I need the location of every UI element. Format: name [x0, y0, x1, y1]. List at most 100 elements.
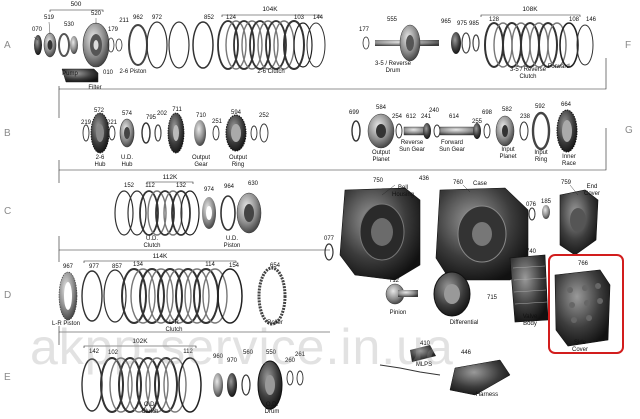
part-number: 698	[481, 110, 493, 116]
part-number: 750	[372, 178, 384, 184]
part-number: 975	[456, 21, 468, 27]
row-b-parts	[82, 109, 578, 154]
part-number: 712	[388, 278, 400, 284]
label-lr-clutch: L-R Clutch	[165, 320, 183, 333]
part-number: 985	[468, 21, 480, 27]
part-number: 410	[419, 341, 431, 347]
kit-label-114k: 114K	[152, 253, 168, 260]
part-number: 108	[568, 17, 580, 23]
part-number: 530	[63, 22, 75, 28]
part-number: 211	[119, 18, 129, 24]
part-number: 254	[391, 114, 403, 120]
row-a-parts	[34, 20, 594, 83]
part-number: 555	[386, 17, 398, 23]
part-number: 711	[172, 107, 182, 113]
guide-lines	[58, 58, 607, 345]
row-letter-a: A	[4, 40, 11, 51]
part-number: 560	[242, 350, 254, 356]
part-number: 142	[88, 349, 100, 355]
label-3-5-reverse-clutch: 3-5 / Reverse Clutch	[509, 67, 547, 80]
label-inner-race: Inner Race	[561, 154, 577, 167]
label-pump: Pump	[62, 71, 78, 77]
part-number: 760	[452, 180, 464, 186]
row-letter-d: D	[4, 290, 12, 301]
label-mlps: MLPS	[415, 362, 433, 368]
part-number: 112	[183, 349, 193, 355]
kit-label-104k: 104K	[262, 6, 278, 13]
label-bell-housing: Bell Housing	[391, 185, 415, 198]
part-number: 102	[107, 350, 119, 356]
row-letter-f: F	[625, 40, 632, 51]
label-case: Case	[472, 181, 488, 187]
part-number: 766	[577, 261, 589, 267]
part-number: 965	[440, 19, 452, 25]
label-input-planet: Input Planet	[499, 147, 517, 160]
part-number: 574	[121, 111, 133, 117]
part-number: 446	[460, 350, 472, 356]
part-number: 202	[156, 111, 168, 117]
label-output-planet: Output Planet	[371, 150, 391, 163]
leader-lines	[33, 18, 579, 196]
part-number: 630	[247, 181, 259, 187]
part-number: 584	[375, 105, 387, 111]
part-number: 261	[294, 352, 306, 358]
label-od-drum: O.D. Drum	[264, 402, 280, 415]
label-forward-sun-gear: Forward Sun Gear	[439, 140, 465, 153]
part-number: 185	[540, 199, 552, 205]
label-2-6-piston: 2-6 Piston	[119, 69, 147, 75]
part-number: 146	[585, 17, 597, 23]
part-number: 519	[43, 15, 55, 21]
part-number: 664	[560, 102, 572, 108]
part-number: 132	[175, 183, 187, 189]
label-od-clutch: O.D. Clutch	[141, 402, 159, 415]
part-number: 592	[534, 104, 546, 110]
label-side-cover: Side Cover	[571, 340, 589, 353]
kit-label-500: 500	[70, 1, 82, 8]
part-number: 252	[258, 113, 270, 119]
part-number: 740	[525, 249, 537, 255]
kit-label-112k: 112K	[162, 174, 178, 181]
part-number: 238	[519, 114, 531, 120]
part-number: 221	[106, 120, 118, 126]
label-pinion: Pinion	[389, 310, 407, 316]
part-number: 241	[420, 114, 432, 120]
part-number: 710	[195, 113, 207, 119]
housings	[339, 187, 599, 281]
part-number: 134	[132, 262, 144, 268]
part-number: 219	[80, 120, 92, 126]
label-2-6-clutch: 2-6 Clutch	[257, 69, 285, 75]
part-number: 436	[418, 176, 430, 182]
part-number: 964	[223, 184, 235, 190]
part-number: 114	[205, 262, 215, 268]
label-roller: Roller	[267, 320, 283, 326]
label-valve-body: Valve Body	[522, 314, 538, 327]
part-number: 260	[284, 358, 296, 364]
row-letter-b: B	[4, 128, 11, 139]
part-number: 974	[203, 187, 215, 193]
part-number: 070	[31, 27, 43, 33]
part-number: 977	[88, 264, 100, 270]
kit-brackets	[49, 9, 581, 348]
label-ud-clutch: U.D. Clutch	[143, 236, 161, 249]
watermark: akpp-service.in.ua	[30, 319, 454, 375]
part-number: 144	[312, 15, 324, 21]
part-number: 152	[123, 183, 135, 189]
part-number: 077	[323, 236, 335, 242]
label-lr-piston: L-R Piston	[51, 321, 81, 327]
row-letter-e: E	[4, 372, 11, 383]
part-number: 076	[525, 202, 537, 208]
part-number: 612	[405, 114, 417, 120]
part-number: 967	[62, 264, 74, 270]
label-output-ring: Output Ring	[228, 155, 248, 168]
part-number: 962	[132, 15, 144, 21]
part-number: 970	[226, 358, 238, 364]
label-filter: Filter	[88, 85, 102, 91]
part-number: 594	[230, 110, 242, 116]
part-number: 852	[203, 15, 215, 21]
part-number: 154	[228, 263, 240, 269]
label-3-5-reverse-drum: 3-5 / Reverse Drum	[374, 61, 412, 74]
part-number: 715	[486, 295, 498, 301]
part-number: 614	[448, 114, 460, 120]
